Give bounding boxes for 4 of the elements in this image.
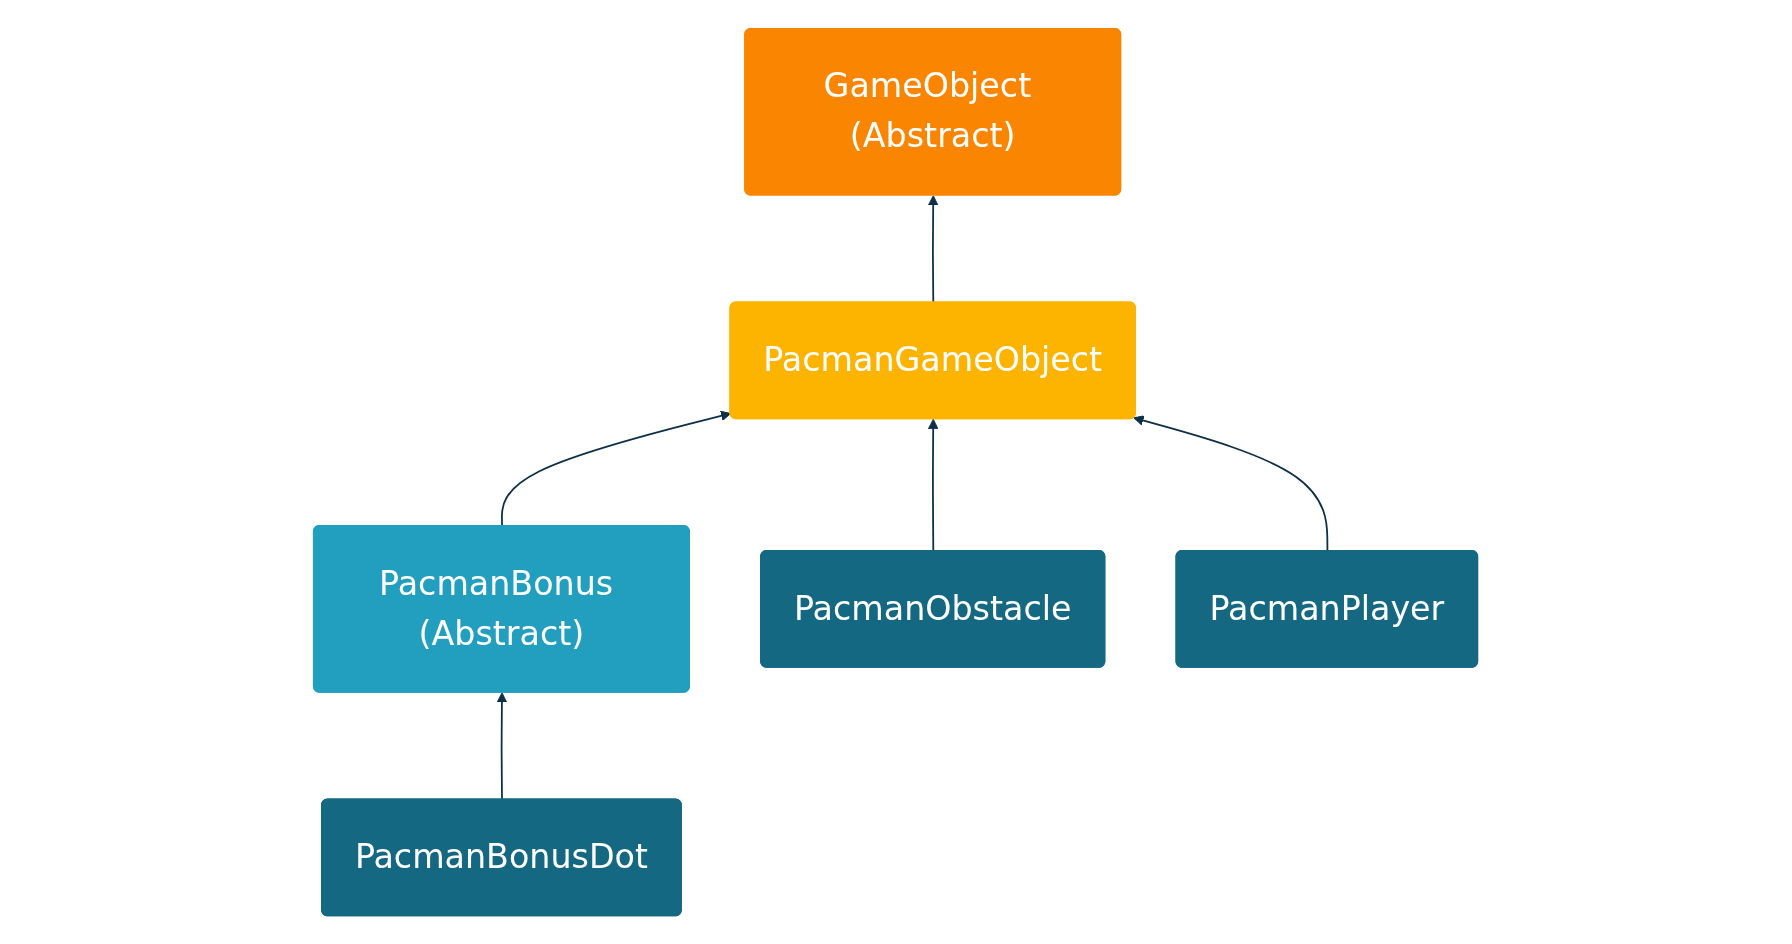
arrow xyxy=(1133,415,1329,552)
arrow xyxy=(501,410,732,527)
arrow xyxy=(928,418,939,552)
arrow xyxy=(497,692,508,801)
